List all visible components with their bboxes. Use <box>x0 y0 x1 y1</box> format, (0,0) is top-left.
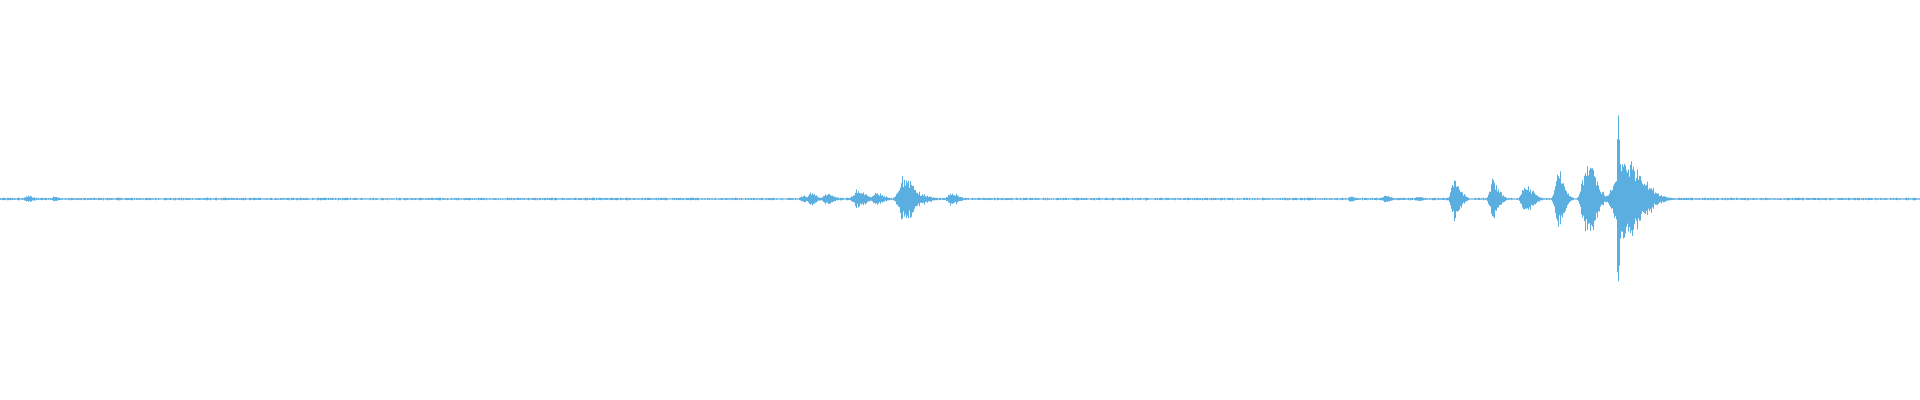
waveform-trace <box>0 115 1920 282</box>
